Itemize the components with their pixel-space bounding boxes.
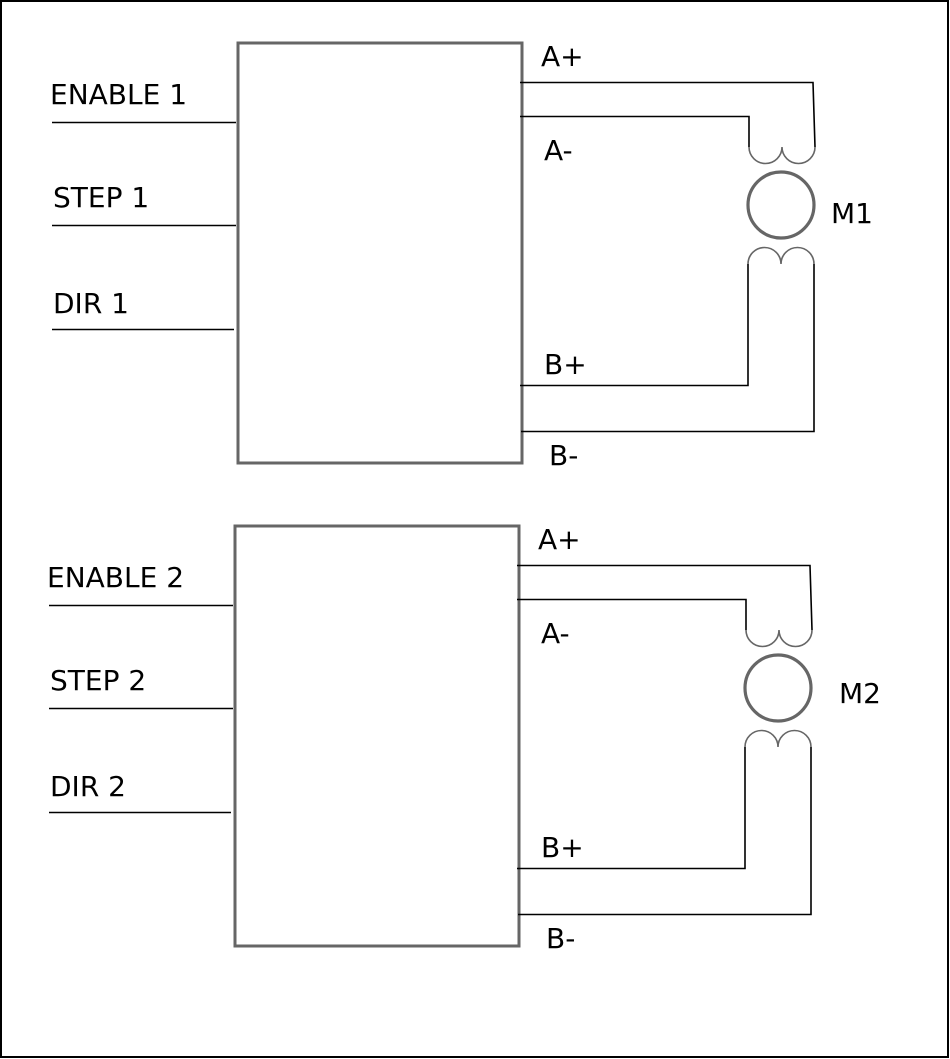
driver-box bbox=[233, 524, 521, 948]
input-label-enable: ENABLE 2 bbox=[47, 561, 184, 594]
output-label-a-plus: A+ bbox=[538, 523, 581, 556]
motor-symbol bbox=[743, 653, 813, 723]
coil-a bbox=[748, 146, 816, 165]
output-label-b-plus: B+ bbox=[544, 348, 587, 381]
wire-a-minus bbox=[520, 115, 750, 147]
coil-b bbox=[744, 729, 812, 748]
output-label-b-minus: B- bbox=[546, 922, 575, 955]
input-label-dir: DIR 1 bbox=[53, 287, 129, 320]
wire-a-minus bbox=[517, 598, 747, 630]
input-label-step: STEP 2 bbox=[50, 664, 146, 697]
coil-b bbox=[747, 246, 815, 265]
driver-group-2: ENABLE 2 STEP 2 DIR 2 A+ A- M2 B+ B- bbox=[47, 523, 881, 955]
coil-a bbox=[745, 629, 813, 648]
wire-a-plus bbox=[517, 564, 813, 631]
input-label-step: STEP 1 bbox=[53, 181, 149, 214]
driver-group-1: ENABLE 1 STEP 1 DIR 1 A+ A- M1 B+ B- bbox=[50, 40, 873, 472]
wire-b-plus bbox=[520, 264, 749, 387]
wire-b-minus bbox=[518, 747, 812, 916]
wire-b-plus bbox=[517, 747, 746, 870]
motor-label: M1 bbox=[831, 197, 873, 230]
wire-b-minus bbox=[521, 264, 815, 433]
output-label-a-minus: A- bbox=[541, 617, 570, 650]
output-label-b-minus: B- bbox=[549, 439, 578, 472]
output-label-a-plus: A+ bbox=[541, 40, 584, 73]
motor-label: M2 bbox=[839, 677, 881, 710]
input-label-dir: DIR 2 bbox=[50, 770, 126, 803]
driver-box bbox=[236, 41, 524, 465]
motor-symbol bbox=[746, 170, 816, 240]
wire-a-plus bbox=[520, 81, 816, 148]
output-label-a-minus: A- bbox=[544, 134, 573, 167]
input-label-enable: ENABLE 1 bbox=[50, 78, 187, 111]
output-label-b-plus: B+ bbox=[541, 831, 584, 864]
